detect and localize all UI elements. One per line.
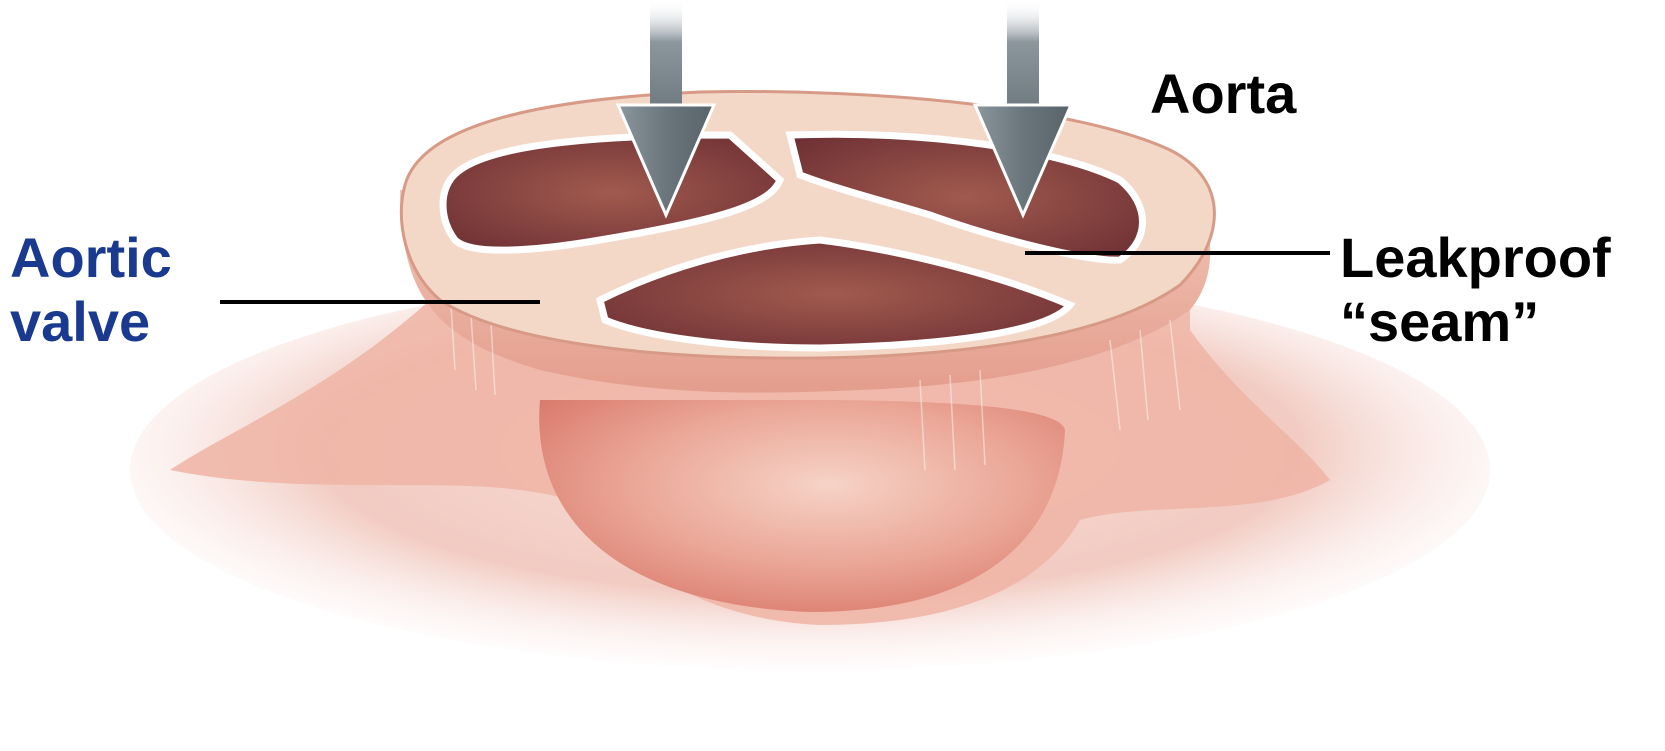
label-aortic-valve-line1: Aortic [10,226,172,290]
label-leakproof-seam-line2: “seam” [1340,290,1611,354]
label-aorta: Aorta [1150,62,1296,126]
label-leakproof-seam: Leakproof “seam” [1340,226,1611,354]
label-aortic-valve: Aortic valve [10,226,172,354]
label-leakproof-seam-line1: Leakproof [1340,226,1611,290]
label-aortic-valve-line2: valve [10,290,172,354]
